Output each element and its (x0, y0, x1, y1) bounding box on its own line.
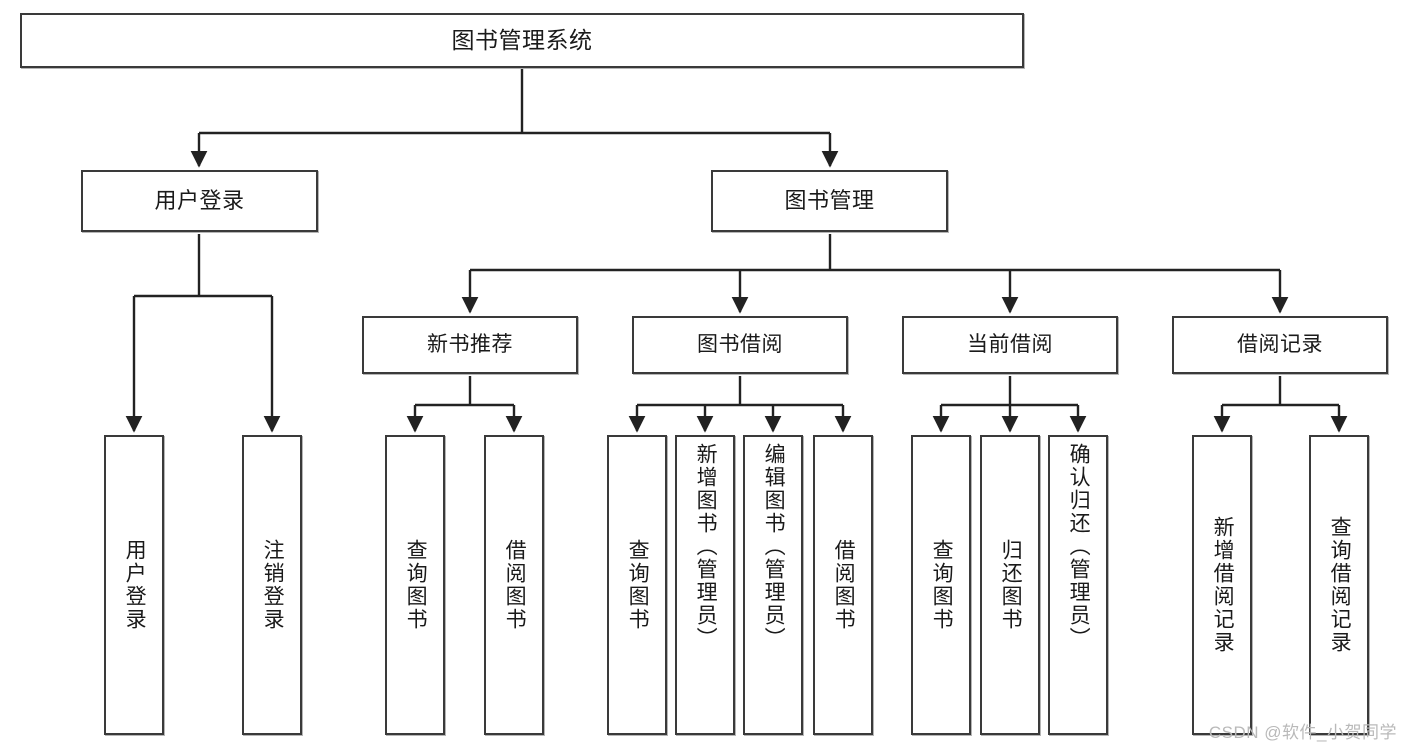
node-leaf-borrow-book-1[interactable]: 借阅图书 (484, 435, 544, 735)
node-leaf-borrow-book-2[interactable]: 借阅图书 (813, 435, 873, 735)
node-book-borrow-label: 图书借阅 (697, 332, 783, 356)
node-leaf-edit-book-label: 编辑图书（管理员） (762, 443, 786, 650)
node-leaf-borrow-book-2-label: 借阅图书 (832, 539, 856, 631)
node-leaf-add-record-label: 新增借阅记录 (1211, 516, 1235, 654)
node-leaf-confirm-return[interactable]: 确认归还（管理员） (1048, 435, 1108, 735)
watermark-text: CSDN @软件_小贺同学 (1208, 723, 1397, 742)
node-book-borrow[interactable]: 图书借阅 (632, 316, 848, 374)
node-root-label: 图书管理系统 (451, 26, 593, 53)
node-leaf-add-book-label: 新增图书（管理员） (694, 443, 718, 650)
node-new-book-rec[interactable]: 新书推荐 (362, 316, 578, 374)
node-user-login[interactable]: 用户登录 (81, 170, 318, 232)
node-leaf-confirm-return-label: 确认归还（管理员） (1067, 443, 1091, 650)
node-book-manage-label: 图书管理 (784, 188, 875, 214)
node-leaf-user-login[interactable]: 用户登录 (104, 435, 164, 735)
node-user-login-label: 用户登录 (154, 188, 245, 214)
node-leaf-borrow-book-1-label: 借阅图书 (503, 539, 527, 631)
node-leaf-query-book-1[interactable]: 查询图书 (385, 435, 445, 735)
node-current-borrow[interactable]: 当前借阅 (902, 316, 1118, 374)
node-leaf-user-login-label: 用户登录 (123, 539, 147, 631)
node-leaf-add-book[interactable]: 新增图书（管理员） (675, 435, 735, 735)
node-current-borrow-label: 当前借阅 (967, 332, 1053, 356)
node-book-manage[interactable]: 图书管理 (711, 170, 948, 232)
node-leaf-query-book-2-label: 查询图书 (626, 539, 650, 631)
node-leaf-logout-label: 注销登录 (261, 539, 285, 631)
node-leaf-query-book-3-label: 查询图书 (930, 539, 954, 631)
node-borrow-record[interactable]: 借阅记录 (1172, 316, 1388, 374)
node-leaf-logout[interactable]: 注销登录 (242, 435, 302, 735)
node-leaf-query-record[interactable]: 查询借阅记录 (1309, 435, 1369, 735)
node-leaf-add-record[interactable]: 新增借阅记录 (1192, 435, 1252, 735)
node-leaf-edit-book[interactable]: 编辑图书（管理员） (743, 435, 803, 735)
node-leaf-return-book-label: 归还图书 (999, 539, 1023, 631)
node-leaf-return-book[interactable]: 归还图书 (980, 435, 1040, 735)
node-leaf-query-book-2[interactable]: 查询图书 (607, 435, 667, 735)
node-leaf-query-record-label: 查询借阅记录 (1328, 516, 1352, 654)
node-leaf-query-book-1-label: 查询图书 (404, 539, 428, 631)
node-new-book-rec-label: 新书推荐 (427, 332, 513, 356)
node-root[interactable]: 图书管理系统 (20, 13, 1024, 68)
node-leaf-query-book-3[interactable]: 查询图书 (911, 435, 971, 735)
node-borrow-record-label: 借阅记录 (1237, 332, 1323, 356)
